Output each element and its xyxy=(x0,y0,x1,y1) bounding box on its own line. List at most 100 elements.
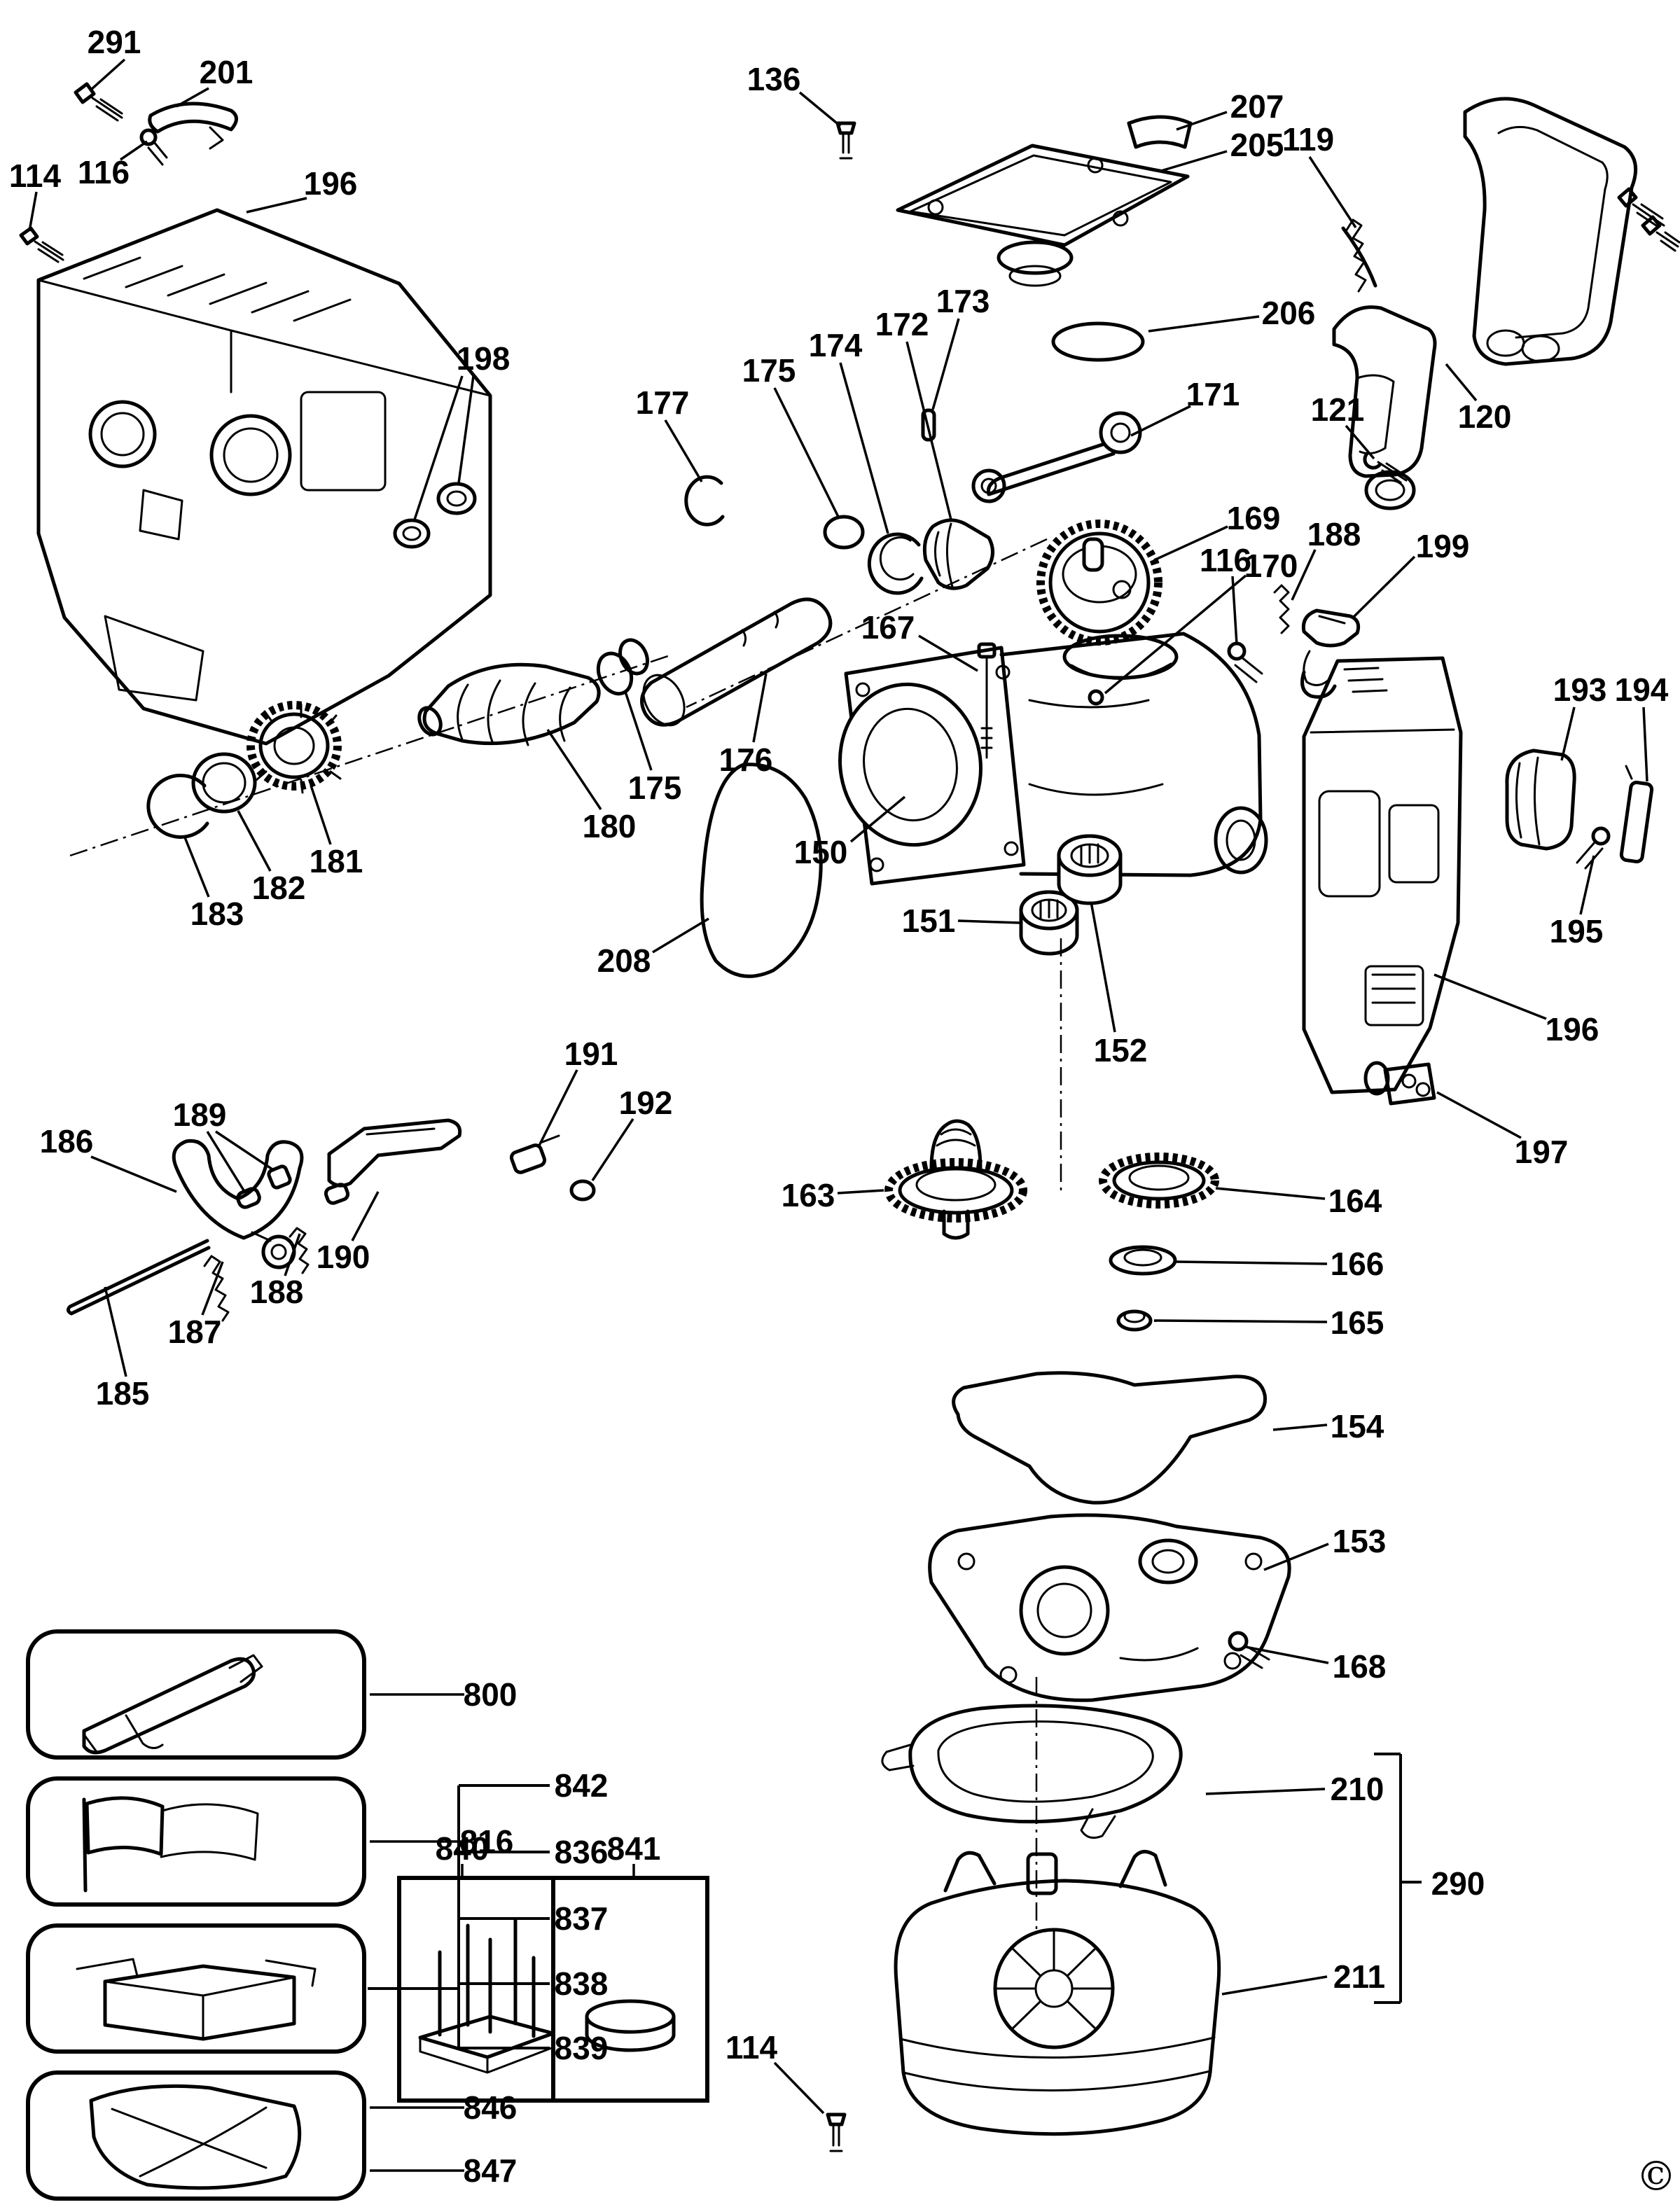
callout-206: 206 xyxy=(1262,295,1316,331)
callout-154: 154 xyxy=(1331,1408,1384,1444)
leader-188-low-0 xyxy=(284,1233,301,1276)
o-rings-175-lower xyxy=(596,638,649,696)
leader-196-right-0 xyxy=(1433,973,1547,1020)
bolt-167 xyxy=(977,642,997,759)
leader-167-0 xyxy=(918,634,978,672)
leader-114-left-0 xyxy=(28,191,38,232)
bracket-197 xyxy=(1363,1061,1436,1106)
leader-211-0 xyxy=(1221,1975,1328,1996)
leader-198-1 xyxy=(413,375,464,520)
callout-199: 199 xyxy=(1416,528,1470,564)
callout-167: 167 xyxy=(861,609,915,646)
callout-198: 198 xyxy=(457,340,511,377)
leader-182-0 xyxy=(237,810,272,872)
callout-291: 291 xyxy=(88,24,141,60)
callout-196-right: 196 xyxy=(1546,1011,1599,1047)
leader-199-0 xyxy=(1352,555,1416,619)
callout-175-lower: 175 xyxy=(628,770,682,806)
leader-165-0 xyxy=(1153,1319,1328,1323)
bearing-151 xyxy=(1019,890,1079,956)
pins-189 xyxy=(236,1164,292,1209)
callout-207: 207 xyxy=(1230,88,1284,125)
spring-119 xyxy=(1341,218,1377,293)
spring-187 xyxy=(203,1255,230,1322)
flag-label-box xyxy=(26,1776,366,1907)
piston-172 xyxy=(922,518,994,590)
wedge-207 xyxy=(1127,115,1193,149)
gasket-154 xyxy=(952,1371,1268,1505)
parts-artwork xyxy=(19,82,1680,2190)
callout-176: 176 xyxy=(719,742,773,778)
callout-190: 190 xyxy=(317,1239,370,1275)
leader-194-0 xyxy=(1642,706,1648,782)
screw-291 xyxy=(74,82,123,122)
callout-180: 180 xyxy=(583,808,637,844)
side-handle-120 xyxy=(1463,97,1638,366)
ring-gear-164 xyxy=(1099,1153,1219,1209)
leader-208-0 xyxy=(652,917,709,954)
leader-164-0 xyxy=(1215,1187,1326,1200)
toolbox-artwork xyxy=(76,1958,317,2041)
callout-164: 164 xyxy=(1328,1183,1382,1219)
callout-840: 840 xyxy=(436,1830,490,1867)
grease-gun-box xyxy=(26,1629,366,1760)
callout-290: 290 xyxy=(1431,1865,1485,1902)
leader-175-lower-0 xyxy=(624,691,653,771)
bearing-152 xyxy=(1057,834,1123,905)
callout-839: 839 xyxy=(555,2030,609,2066)
cover-plate-205 xyxy=(896,144,1190,287)
centerline-0 xyxy=(69,653,673,857)
callout-175-upper: 175 xyxy=(742,352,796,389)
centerline-1 xyxy=(686,538,1048,709)
screw-136 xyxy=(835,121,856,160)
leader-136-0 xyxy=(798,91,842,127)
leader-168-0 xyxy=(1244,1645,1329,1664)
callout-188-mid: 188 xyxy=(1307,516,1361,552)
leader-205-0 xyxy=(1160,150,1228,172)
callout-837: 837 xyxy=(555,1900,609,1937)
o-ring-192 xyxy=(569,1179,596,1202)
callout-816: 816 xyxy=(460,1823,514,1860)
callout-173: 173 xyxy=(936,283,990,319)
leader-151-0 xyxy=(957,919,1022,924)
leader-170-0 xyxy=(1104,574,1247,695)
callout-838: 838 xyxy=(555,1965,609,2002)
callout-163: 163 xyxy=(782,1177,835,1213)
leader-121-0 xyxy=(1345,424,1375,460)
rod-185 xyxy=(66,1239,211,1316)
callout-847: 847 xyxy=(464,2152,518,2189)
leader-197-0 xyxy=(1436,1091,1522,1139)
leader-176-0 xyxy=(752,673,768,743)
handle-screws xyxy=(1617,187,1680,252)
inner-plate-153 xyxy=(928,1513,1291,1702)
leader-169-0 xyxy=(1153,525,1228,562)
toolbox-box xyxy=(26,1923,366,2054)
callout-846: 846 xyxy=(464,2089,518,2126)
screw-121 xyxy=(1363,452,1408,484)
callout-136: 136 xyxy=(747,61,801,97)
crown-gear-163 xyxy=(884,1119,1027,1240)
leader-166-0 xyxy=(1176,1260,1328,1265)
leader-150-0 xyxy=(849,795,906,843)
leader-207-0 xyxy=(1176,111,1228,131)
leader-152-0 xyxy=(1090,901,1116,1033)
leader-177-0 xyxy=(664,419,703,482)
leader-186-0 xyxy=(90,1155,177,1193)
callout-841: 841 xyxy=(607,1830,661,1867)
leader-193-0 xyxy=(1560,706,1576,761)
leader-192-0 xyxy=(591,1118,634,1181)
plunger-191 xyxy=(509,1134,560,1174)
centerlines xyxy=(69,538,1062,1933)
leader-190-0 xyxy=(351,1191,380,1241)
end-cap-211 xyxy=(894,1850,1221,2136)
leader-175-upper-0 xyxy=(773,387,840,519)
callout-116-mid: 116 xyxy=(1200,542,1251,578)
callout-166: 166 xyxy=(1331,1246,1384,1282)
callout-120: 120 xyxy=(1458,398,1512,435)
leader-153-0 xyxy=(1263,1543,1329,1571)
screw-114-bottom xyxy=(826,2112,847,2152)
screw-116-top xyxy=(139,128,168,166)
leader-183-0 xyxy=(183,837,210,898)
